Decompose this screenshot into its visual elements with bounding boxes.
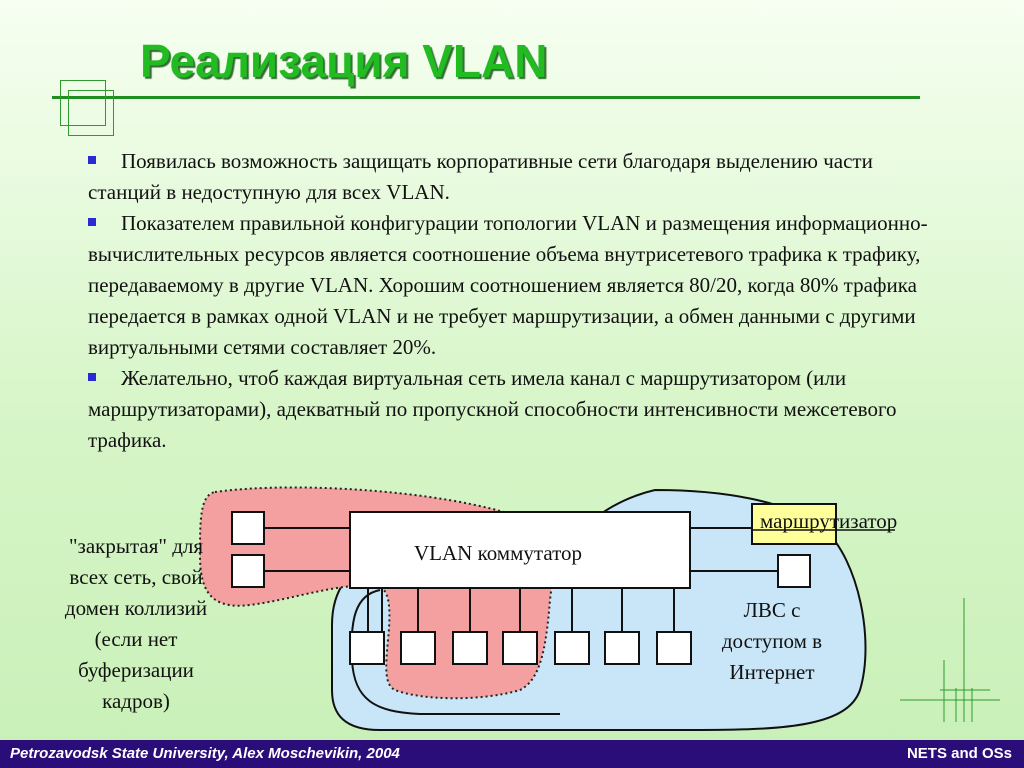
router-box [751, 503, 837, 545]
router-label: маршрутизатор [760, 509, 897, 533]
station-3 [452, 631, 488, 665]
caption-line: всех сеть, свой [69, 565, 202, 589]
station-6 [604, 631, 640, 665]
caption-line: доступом в [722, 629, 822, 653]
station-4 [502, 631, 538, 665]
caption-line: "закрытая" для [69, 534, 203, 558]
bullet-square-icon [88, 156, 96, 164]
bullet-square-icon [88, 373, 96, 381]
decor-lines [900, 598, 1000, 722]
footer-bar: Petrozavodsk State University, Alex Mosc… [0, 740, 1024, 768]
station-5 [554, 631, 590, 665]
bullet-square-icon [88, 218, 96, 226]
bullet-item: Показателем правильной конфигурации топо… [88, 208, 948, 363]
caption-line: Интернет [729, 660, 814, 684]
caption-line: буферизации [78, 658, 194, 682]
decor-square-2 [68, 90, 114, 136]
internet-lan-caption: ЛВС с доступом в Интернет [722, 598, 822, 684]
bullet-text: Появилась возможность защищать корпорати… [88, 149, 873, 204]
station-2 [400, 631, 436, 665]
station-7 [656, 631, 692, 665]
footer-course: NETS and OSs [906, 745, 1012, 762]
bullet-list: Появилась возможность защищать корпорати… [88, 146, 948, 456]
bottom-port-drops [367, 588, 675, 632]
switch-label: VLAN коммутатор [414, 541, 582, 565]
caption-line: (если нет [95, 627, 178, 651]
bullet-item: Появилась возможность защищать корпорати… [88, 146, 948, 208]
caption-line: кадров) [102, 689, 170, 713]
caption-line: ЛВС с [744, 598, 801, 622]
closed-domain-caption: "закрытая" для всех сеть, свой домен кол… [65, 534, 207, 713]
slide-title: Реализация VLAN [140, 35, 548, 87]
bullet-text: Показателем правильной конфигурации топо… [88, 211, 928, 359]
decor-square-1 [60, 80, 106, 126]
caption-line: домен коллизий [65, 596, 207, 620]
right-port [777, 554, 811, 588]
left-port-2 [231, 554, 265, 588]
footer-credit: Petrozavodsk State University, Alex Mosc… [10, 745, 400, 762]
vlan-switch-box [349, 511, 691, 589]
station-1 [349, 631, 385, 665]
left-port-1 [231, 511, 265, 545]
bullet-text: Желательно, чтоб каждая виртуальная сеть… [88, 366, 897, 452]
title-rule [52, 96, 920, 99]
vlan-diagram: маршрутизатор VLAN коммутатор "закрытая"… [65, 486, 1000, 731]
bullet-item: Желательно, чтоб каждая виртуальная сеть… [88, 363, 948, 456]
